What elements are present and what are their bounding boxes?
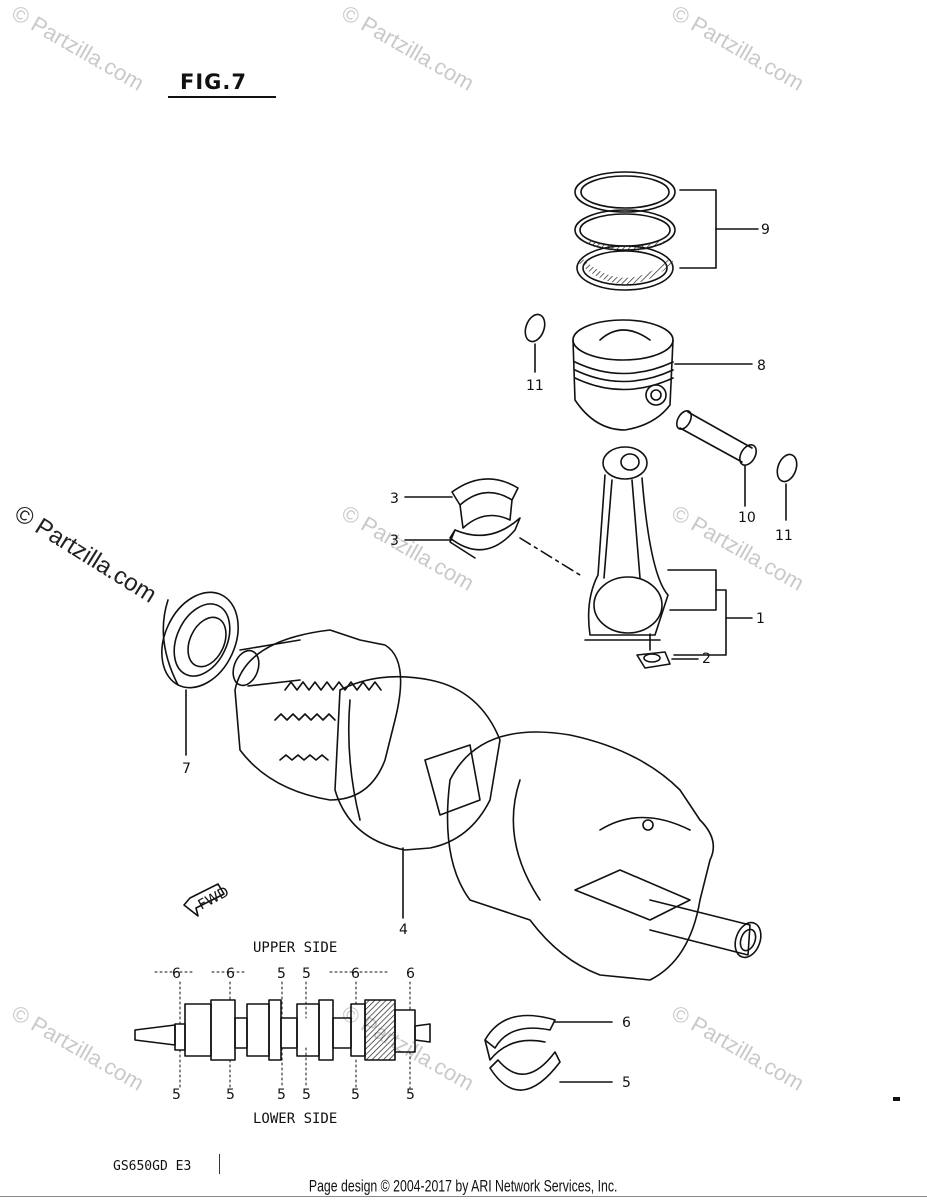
piston-rings	[574, 171, 759, 291]
fwd-label: FWD	[196, 884, 232, 913]
callout-11: 11	[526, 378, 544, 394]
model-code: GS650GD E3	[113, 1159, 192, 1174]
lower-bearing-label: 5	[351, 1087, 360, 1103]
piston-pin	[675, 410, 757, 507]
lower-side-label: LOWER SIDE	[253, 1111, 338, 1127]
main-bearing-lower	[489, 1051, 613, 1091]
rod-nut	[636, 651, 699, 669]
lower-bearing-label: 5	[172, 1087, 181, 1103]
callout-1: 1	[756, 611, 765, 627]
piston	[572, 319, 753, 431]
callout-2: 2	[702, 651, 711, 667]
lower-bearing-label: 5	[302, 1087, 311, 1103]
upper-bearing-label: 5	[302, 966, 311, 982]
callout-11: 11	[775, 528, 793, 544]
upper-bearing-label: 5	[277, 966, 286, 982]
callout-10: 10	[738, 510, 756, 526]
oil-seal	[161, 591, 239, 756]
title-underline	[168, 96, 276, 98]
bearing-layout-diagram	[134, 971, 431, 1089]
lower-bearing-label: 5	[226, 1087, 235, 1103]
circlip-right	[776, 453, 798, 521]
footer: Page design © 2004-2017 by ARI Network S…	[0, 1177, 927, 1196]
callout-7: 7	[182, 761, 191, 777]
upper-side-label: UPPER SIDE	[253, 940, 338, 956]
conrod-bearing-lower	[404, 517, 581, 576]
upper-bearing-label: 6	[406, 966, 415, 982]
upper-bearing-label: 6	[226, 966, 235, 982]
callout-8: 8	[757, 358, 766, 374]
upper-bearing-label: 6	[172, 966, 181, 982]
connecting-rod	[584, 446, 753, 656]
conrod-bearing-upper	[404, 478, 519, 529]
callout-4: 4	[399, 922, 408, 938]
main-bearing-upper	[484, 1014, 613, 1061]
callout-5: 5	[622, 1075, 631, 1091]
lower-bearing-label: 5	[406, 1087, 415, 1103]
upper-bearing-label: 6	[351, 966, 360, 982]
bottom-rule	[0, 1196, 927, 1197]
crankshaft	[232, 629, 762, 981]
scan-mark	[893, 1097, 900, 1101]
callout-3: 3	[390, 491, 399, 507]
model-divider	[219, 1154, 220, 1174]
figure-title: FIG.7	[180, 70, 247, 94]
circlip-left	[524, 313, 546, 373]
callout-9: 9	[761, 222, 770, 238]
footer-copyright: Page design © 2004-2017 by ARI Network S…	[309, 1177, 618, 1196]
callout-6: 6	[622, 1015, 631, 1031]
lower-bearing-label: 5	[277, 1087, 286, 1103]
callout-3: 3	[390, 533, 399, 549]
fwd-arrow	[183, 883, 225, 917]
